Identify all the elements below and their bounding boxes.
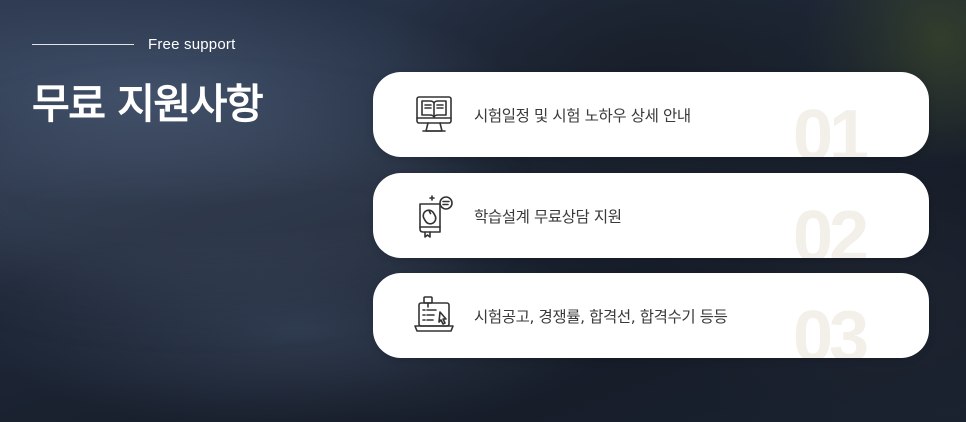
eyebrow: Free support <box>32 36 235 53</box>
support-card-text: 시험공고, 경쟁률, 합격선, 합격수기 등등 <box>474 307 728 326</box>
support-card-number: 03 <box>793 297 869 358</box>
eyebrow-label: Free support <box>148 36 236 53</box>
support-card-number: 02 <box>793 197 869 258</box>
support-card-text: 학습설계 무료상담 지원 <box>474 207 622 226</box>
laptop-book-icon <box>411 92 457 138</box>
laptop-checklist-icon <box>411 293 457 339</box>
support-card-1: 시험일정 및 시험 노하우 상세 안내 01 <box>373 72 929 157</box>
support-card-3: 시험공고, 경쟁률, 합격선, 합격수기 등등 03 <box>373 273 929 358</box>
book-mouse-icon <box>411 193 457 239</box>
support-card-number: 01 <box>793 96 869 157</box>
page-title: 무료 지원사항 <box>32 80 264 128</box>
support-card-2: 학습설계 무료상담 지원 02 <box>373 173 929 258</box>
support-card-text: 시험일정 및 시험 노하우 상세 안내 <box>474 106 691 125</box>
eyebrow-line <box>32 44 134 45</box>
